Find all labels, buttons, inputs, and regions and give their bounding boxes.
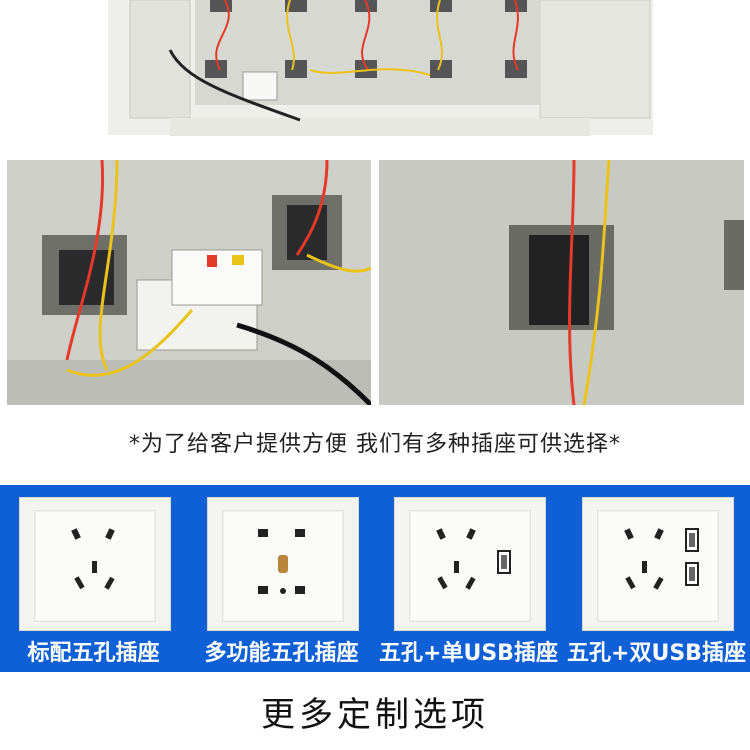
socket-card-standard [19, 497, 171, 631]
notice-text: *为了给客户提供方便 我们有多种插座可供选择* [129, 432, 621, 457]
socket-card-multifunction [207, 497, 359, 631]
outlet-illustration [379, 160, 744, 405]
socket-label-dual-usb: 五孔+双USB插座 [567, 641, 746, 666]
five-hole-socket-icon [71, 528, 115, 590]
cabinet-interior-photo [0, 0, 750, 140]
more-options-heading: 更多定制选项 [261, 695, 489, 735]
socket-label-multifunction: 多功能五孔插座 [204, 641, 359, 666]
socket-plate [34, 510, 156, 622]
socket-plate [222, 510, 344, 622]
five-hole-single-usb-socket-icon [436, 528, 511, 590]
socket-plate [597, 510, 719, 622]
multifunction-socket-icon [258, 529, 305, 594]
breaker-illustration [7, 160, 371, 405]
socket-plate [409, 510, 531, 622]
socket-card-single-usb [394, 497, 546, 631]
cabinet-illustration [108, 0, 653, 136]
socket-label-single-usb: 五孔+单USB插座 [379, 641, 558, 666]
socket-card-dual-usb [582, 497, 734, 631]
breaker-closeup-photo [7, 160, 371, 405]
socket-label-standard: 标配五孔插座 [27, 641, 160, 666]
five-hole-dual-usb-socket-icon [624, 528, 699, 590]
outlet-box-closeup-photo [379, 160, 744, 405]
socket-options-band: 标配五孔插座 多功能五孔插座 五孔 [0, 485, 750, 672]
